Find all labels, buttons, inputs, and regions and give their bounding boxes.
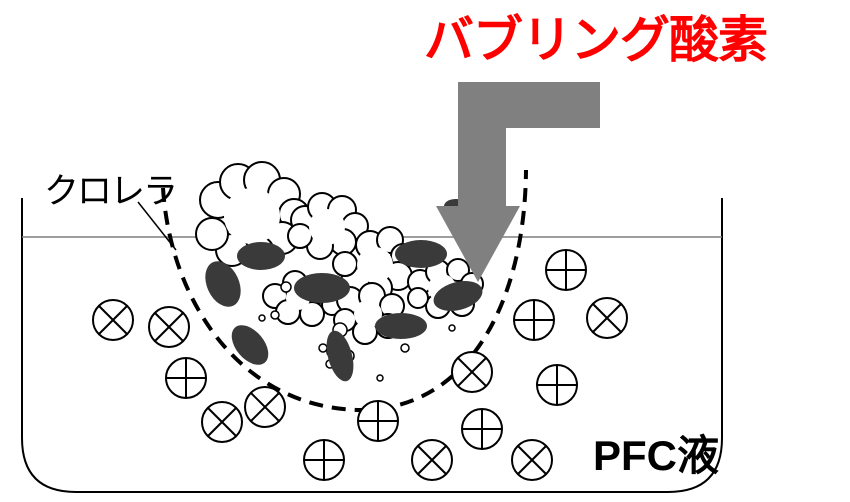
oxygen-arrow: [436, 82, 600, 282]
bubble-cluster: [287, 192, 369, 260]
chlorella-leader-line: [137, 201, 177, 251]
bubbling-oxygen-title: バブリング酸素: [424, 11, 768, 69]
vessel-outline: [21, 198, 723, 493]
chlorella-label: クロレラ: [44, 172, 178, 212]
pfc-label: PFC液: [593, 432, 720, 479]
